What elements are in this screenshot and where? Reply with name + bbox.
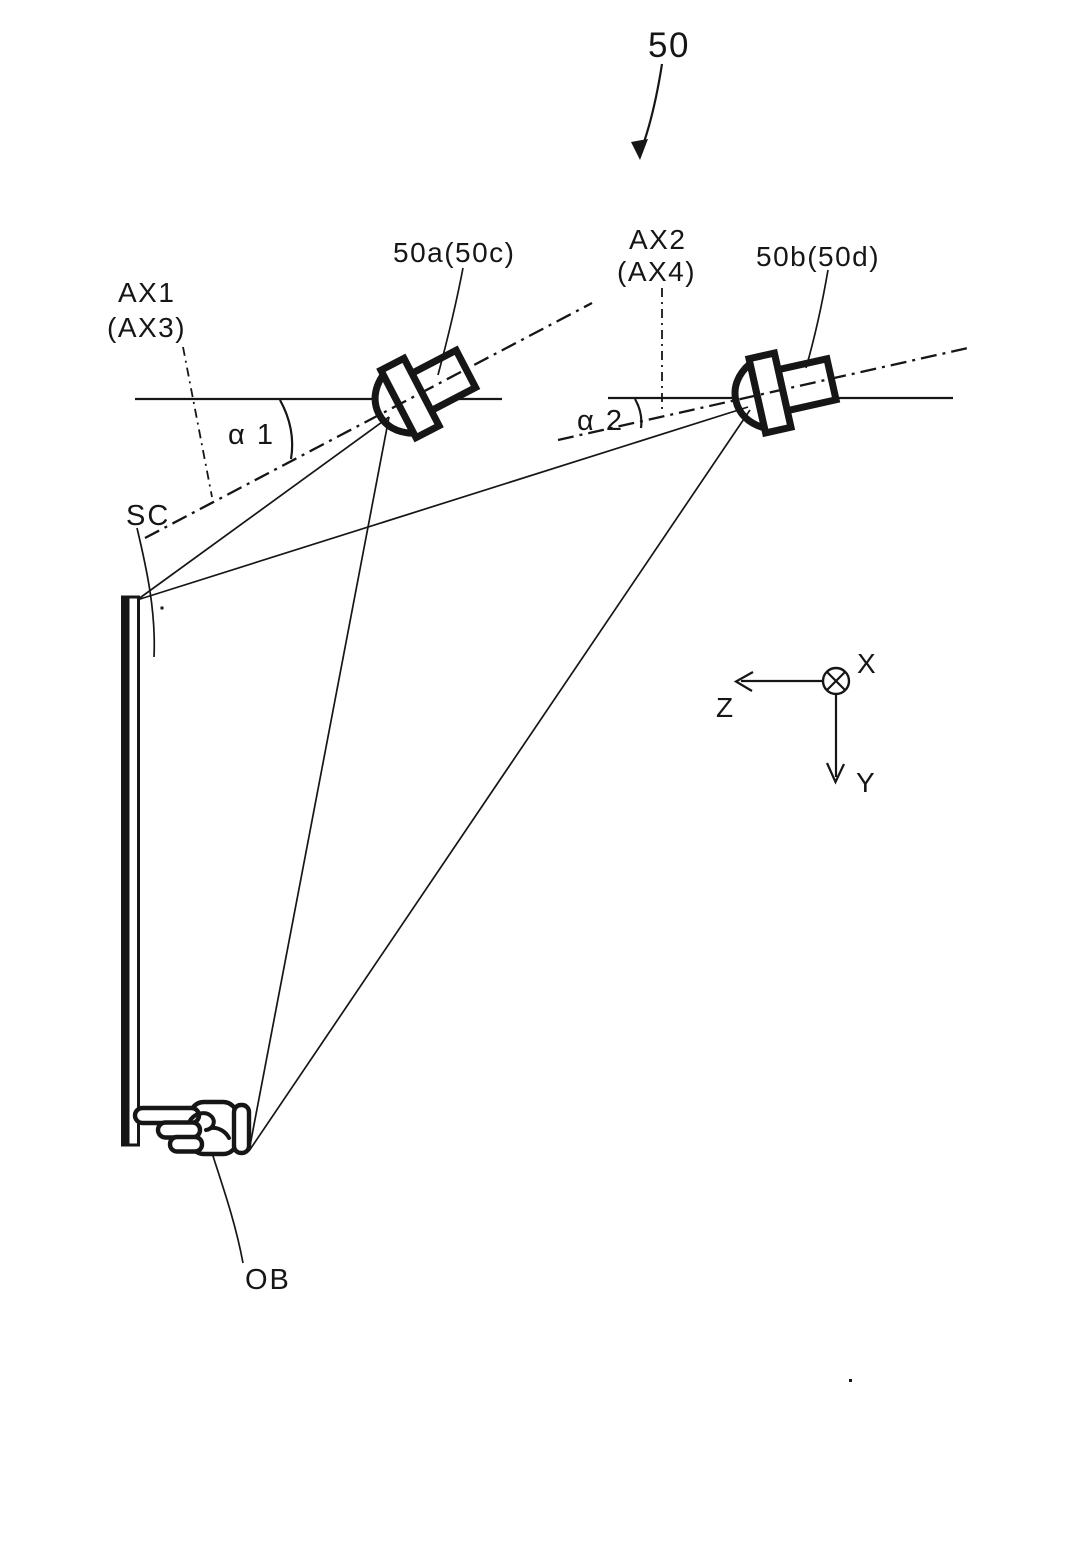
- screen-label: SC: [126, 500, 170, 532]
- angle2-label: α 2: [577, 405, 624, 437]
- z-axis-label: Z: [716, 692, 735, 723]
- camera1-label-leader: [437, 267, 464, 376]
- z-axis-arrowhead-icon: [733, 671, 754, 692]
- axis1-name-label: AX1: [118, 277, 175, 308]
- hand-thumb-crease: [209, 1125, 231, 1140]
- camera2-label-leader: [805, 269, 829, 369]
- sight-line-camera2-object: [248, 409, 751, 1152]
- angle1-arc: [279, 399, 294, 460]
- optical-axis-ax1: [144, 301, 593, 540]
- object-label: OB: [245, 1264, 291, 1296]
- figure-reference-label: 50: [648, 26, 690, 65]
- optical-axis-ax2: [557, 346, 969, 442]
- object-label-leader: [211, 1152, 244, 1264]
- sight-line-camera1-screen: [136, 416, 390, 601]
- hand-cuff: [231, 1102, 252, 1156]
- camera2-label: 50b(50d): [756, 241, 880, 272]
- axis1-alt-label: (AX3): [107, 312, 186, 343]
- axis1-label-leader: [182, 346, 213, 498]
- y-axis-arrowhead-icon: [825, 762, 845, 785]
- stray-mark-1: [160, 606, 164, 610]
- sight-line-camera1-object: [248, 416, 390, 1152]
- axis2-name-label: AX2: [629, 224, 686, 255]
- hand-ring-finger: [167, 1134, 205, 1154]
- x-axis-label: X: [857, 648, 877, 679]
- y-axis-label: Y: [856, 767, 876, 798]
- axis2-alt-label: (AX4): [617, 256, 696, 287]
- stray-mark-2: [849, 1379, 852, 1382]
- figure-reference: 50: [631, 26, 690, 160]
- screen-sc: [121, 595, 140, 1147]
- screen-label-leader: [136, 527, 156, 658]
- angle2-arc: [634, 398, 643, 429]
- camera1-label: 50a(50c): [393, 237, 516, 268]
- figure-reference-arrow-shaft: [641, 63, 664, 146]
- x-axis-cross-2: [826, 671, 846, 691]
- figure-reference-arrowhead-icon: [631, 139, 648, 160]
- sight-line-camera2-screen: [136, 406, 749, 601]
- angle1-label: α 1: [228, 419, 275, 451]
- hand-ob: [132, 1099, 252, 1157]
- coordinate-axes: X Z Y: [716, 648, 877, 798]
